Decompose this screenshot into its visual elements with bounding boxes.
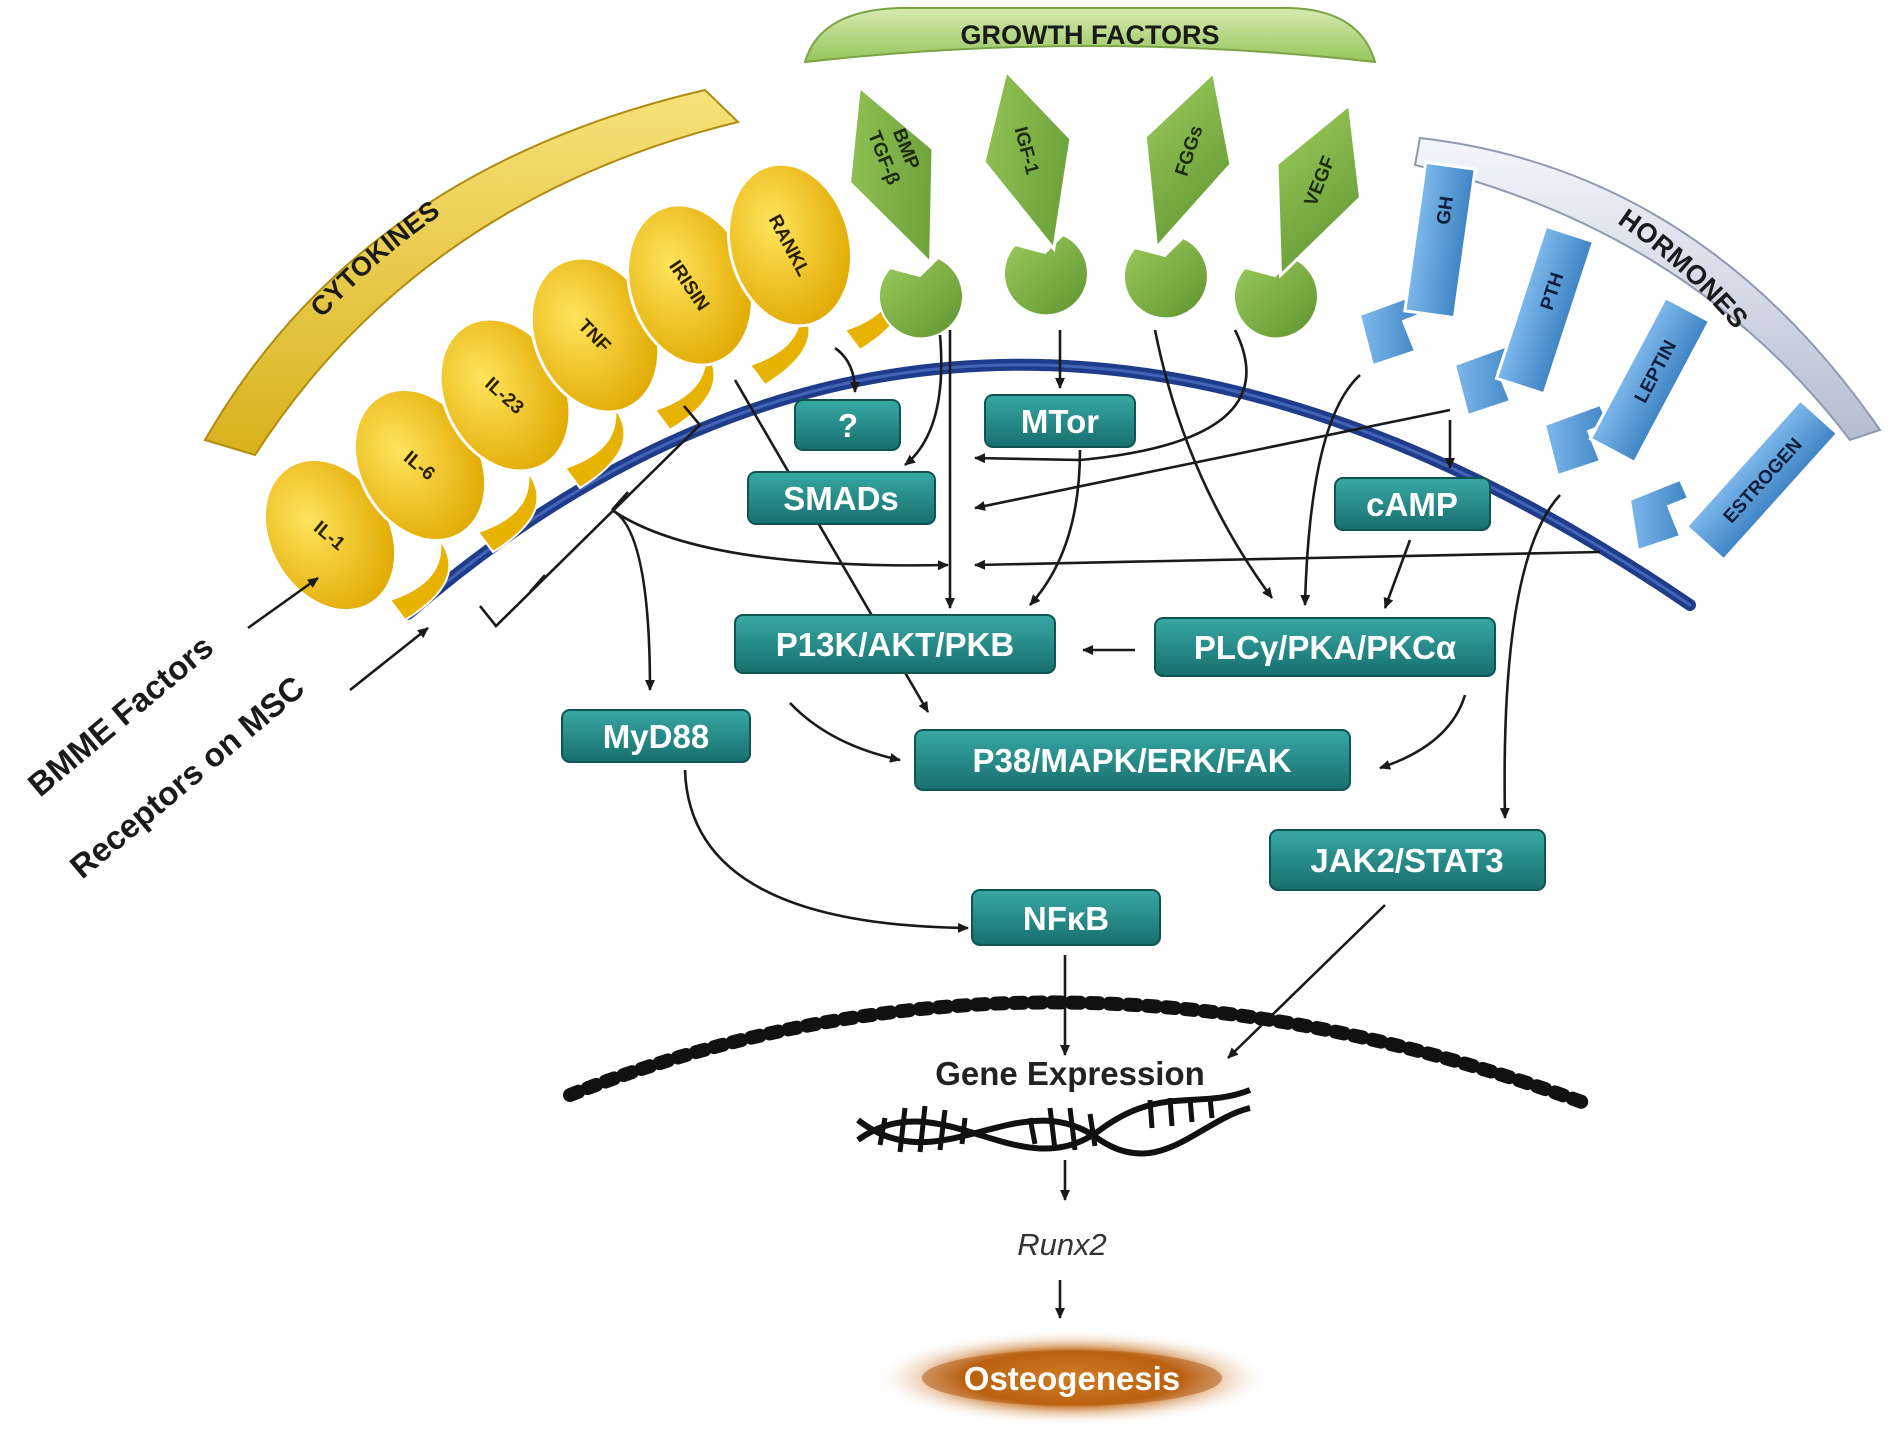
growth-factors-band-label: GROWTH FACTORS (961, 20, 1220, 50)
osteogenesis-result: Osteogenesis (872, 1330, 1272, 1426)
svg-text:GH: GH (1433, 195, 1458, 226)
svg-text:P13K/AKT/PKB: P13K/AKT/PKB (776, 626, 1014, 663)
node-myd88: MyD88 (561, 709, 751, 763)
hormone-pth: PTH (1494, 224, 1596, 396)
nuclear-envelope (563, 995, 1597, 1112)
runx2-label: Runx2 (1017, 1227, 1107, 1262)
hormone-leptin: LEPTIN (1588, 295, 1712, 465)
growth-factor-receptors (877, 233, 1319, 340)
dna-helix-icon (856, 1087, 1252, 1157)
node-smads: SMADs (747, 471, 936, 525)
svg-text:SMADs: SMADs (783, 480, 899, 517)
svg-text:P38/MAPK/ERK/FAK: P38/MAPK/ERK/FAK (972, 742, 1291, 779)
svg-text:?: ? (838, 407, 858, 444)
node-jak2-stat3: JAK2/STAT3 (1269, 829, 1546, 891)
node-p38-mapk-erk-fak: P38/MAPK/ERK/FAK (914, 729, 1351, 791)
gene-expression-label: Gene Expression (935, 1055, 1205, 1092)
hormone-ligands: GH PTH LEPTIN ESTROGEN (1403, 160, 1840, 563)
svg-text:PLCγ/PKA/PKCα: PLCγ/PKA/PKCα (1194, 629, 1456, 666)
cytokine-tnf: TNF (529, 256, 661, 414)
receptors-on-msc-annotation: Receptors on MSC (63, 626, 429, 885)
node-plc-pka-pkc: PLCγ/PKA/PKCα (1154, 617, 1496, 677)
svg-text:MyD88: MyD88 (603, 718, 709, 755)
receptors-on-msc-label: Receptors on MSC (63, 668, 312, 885)
cytokine-rankl: RANKL (726, 162, 854, 328)
svg-text:MTor: MTor (1021, 403, 1099, 440)
growth-factor-igf-1: IGF-1 (982, 68, 1073, 253)
cytokine-il-1: IL-1 (262, 458, 398, 612)
cytokine-irisin: IRISIN (626, 203, 754, 367)
cytokine-signal-bracket (478, 405, 702, 628)
svg-text:cAMP: cAMP (1366, 486, 1458, 523)
hormone-estrogen: ESTROGEN (1684, 397, 1840, 563)
growth-factor-vegf: VEGF (1275, 101, 1363, 279)
node-mtor: MTor (984, 394, 1136, 448)
svg-text:JAK2/STAT3: JAK2/STAT3 (1310, 842, 1503, 879)
node-camp: cAMP (1334, 477, 1491, 531)
node-unknown: ? (794, 399, 901, 451)
cytokine-ligands: IL-1 IL-6 IL-23 TNF IRISIN RANKL (262, 162, 854, 612)
growth-factor-fggs: FGGs (1143, 69, 1233, 252)
growth-factors-band: GROWTH FACTORS (803, 7, 1377, 64)
node-nfkb: NFκB (971, 889, 1161, 946)
node-pi3k-akt-pkb: P13K/AKT/PKB (734, 614, 1056, 674)
growth-factor-tgf-bmp: TGF-β BMP (847, 83, 935, 267)
growth-factor-ligands: TGF-β BMP IGF-1 FGGs VEGF (847, 68, 1363, 279)
osteogenesis-label: Osteogenesis (964, 1360, 1180, 1397)
hormone-gh: GH (1403, 160, 1477, 320)
svg-text:NFκB: NFκB (1023, 900, 1109, 937)
